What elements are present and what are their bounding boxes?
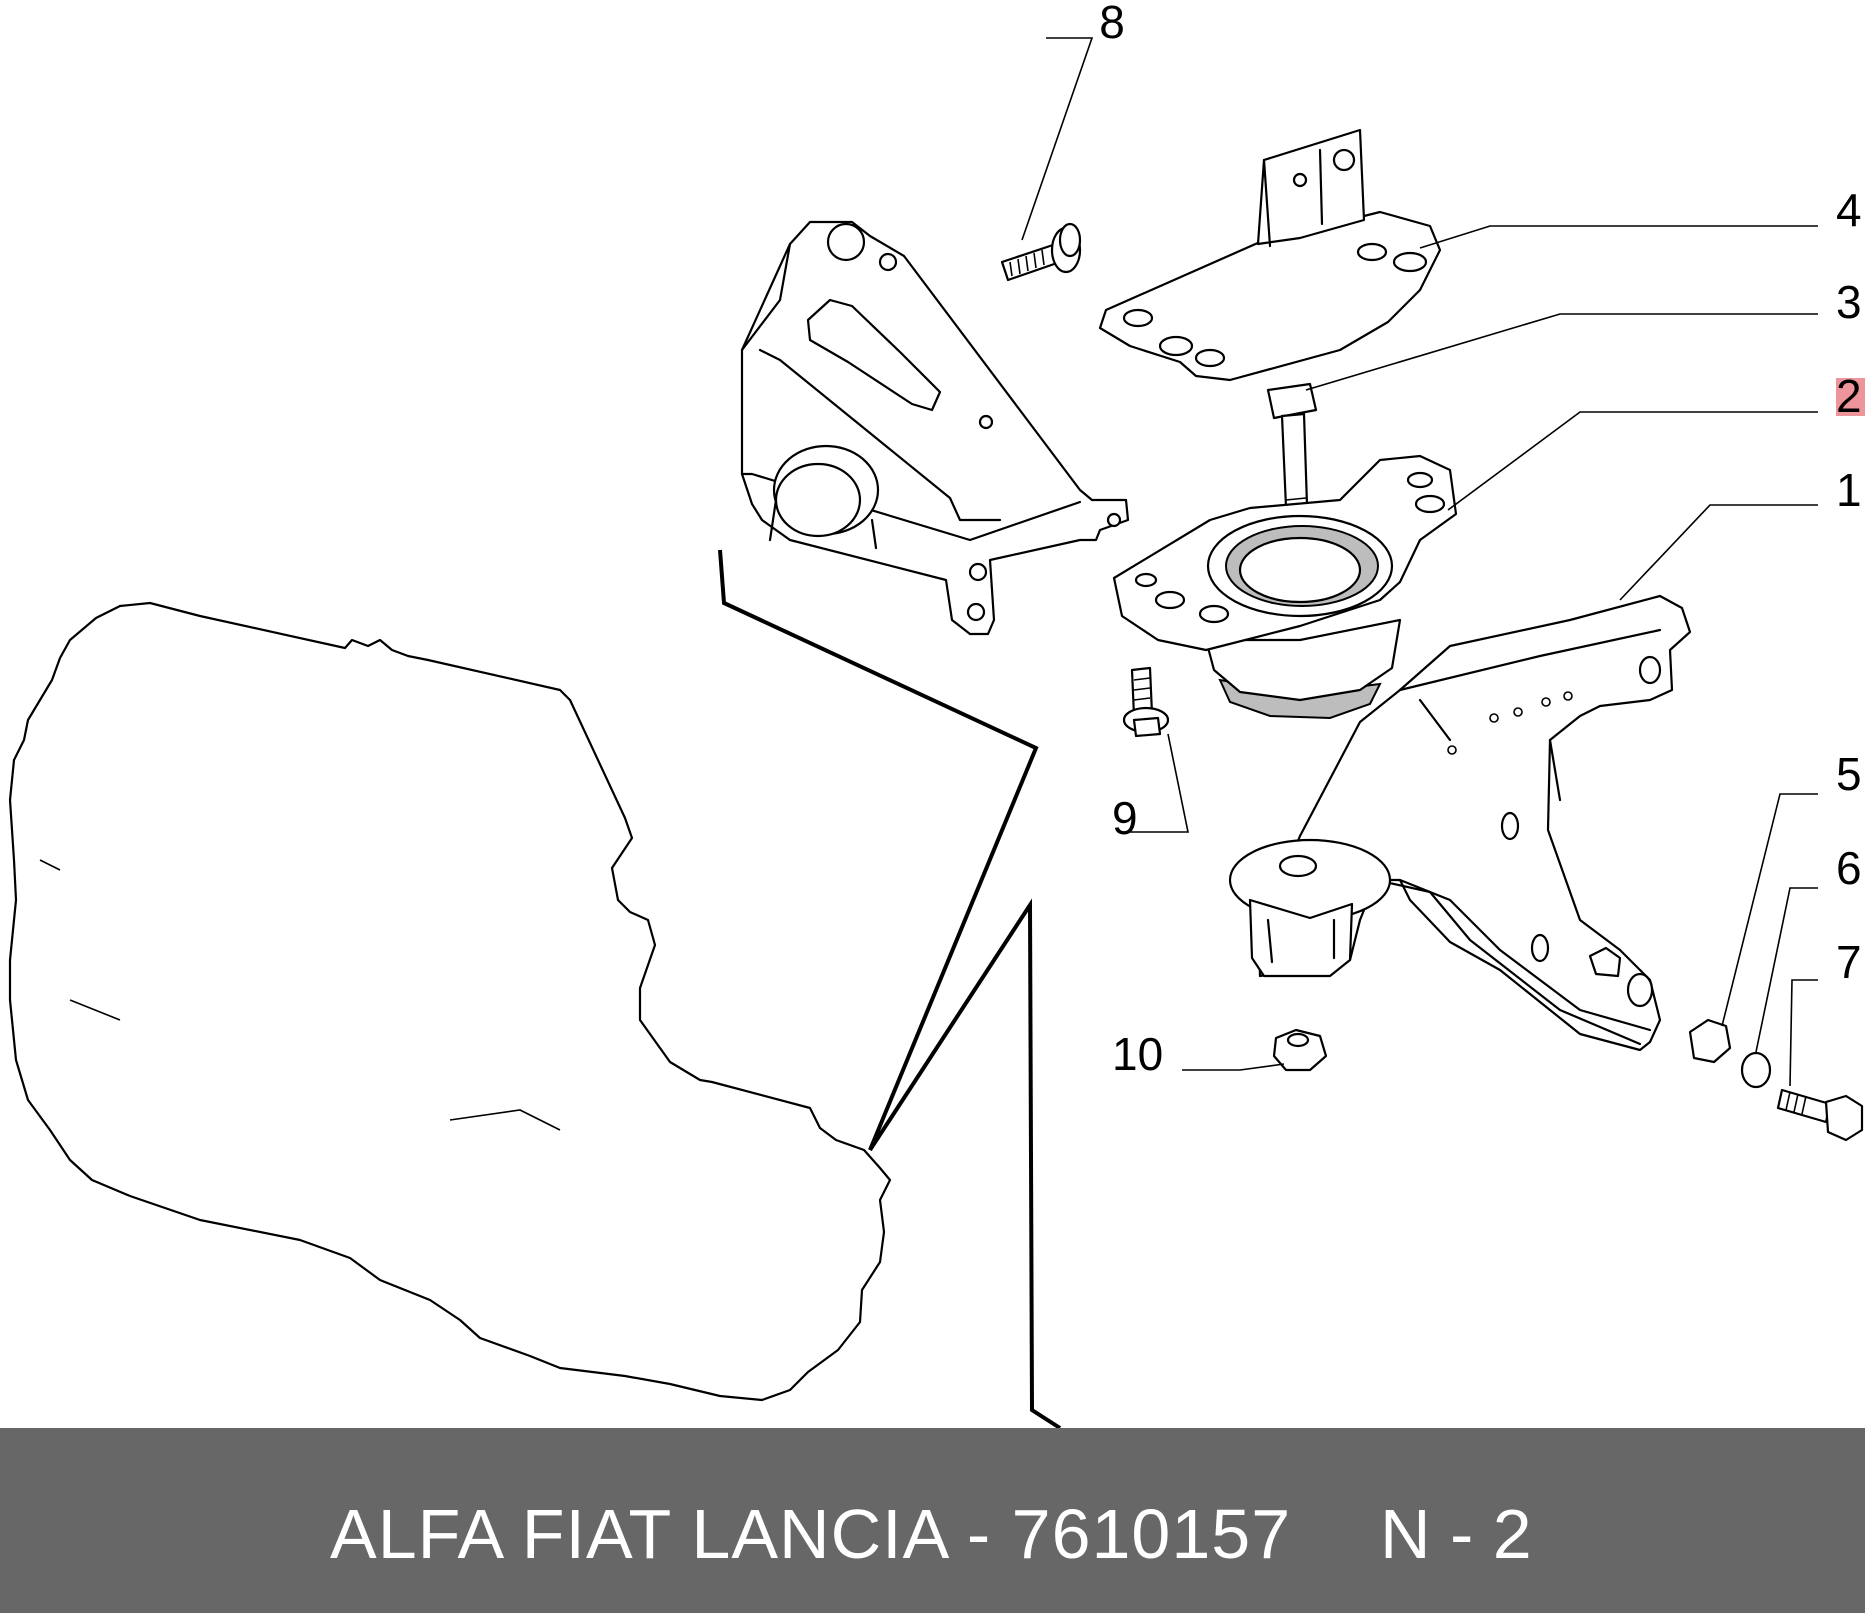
leader-4 [1419, 225, 1818, 249]
callout-4: 4 [1836, 184, 1862, 236]
callout-3: 3 [1836, 276, 1862, 328]
leader-5 [1721, 793, 1818, 1027]
footer-bar: ALFA FIAT LANCIA - 7610157 N - 2 [0, 1428, 1865, 1613]
leader-3 [1305, 313, 1818, 391]
plate-4 [1098, 128, 1442, 382]
callout-6: 6 [1836, 842, 1862, 894]
bolt-7 [1776, 1088, 1864, 1142]
callout-1: 1 [1836, 464, 1862, 516]
callout-5: 5 [1836, 748, 1862, 800]
callout-2-highlight [1836, 378, 1865, 416]
callout-9: 9 [1112, 792, 1138, 844]
mount-2 [1112, 454, 1458, 720]
callout-10: 10 [1112, 1028, 1163, 1080]
washer-6 [1740, 1051, 1772, 1089]
exploded-view-svg: 8 4 3 2 1 9 10 5 6 7 [8, 0, 1865, 1428]
callout-2: 2 [1836, 370, 1862, 422]
footer-code: N - 2 [1380, 1495, 1532, 1573]
leader-1 [1619, 504, 1818, 601]
leader-10 [1182, 1063, 1285, 1071]
gearbox-leader-upper [718, 549, 1039, 1151]
leader-2 [1447, 411, 1818, 511]
leader-8 [1021, 37, 1094, 241]
leader-6 [1755, 887, 1818, 1053]
parts-diagram: 8 4 3 2 1 9 10 5 6 7 [8, 0, 1865, 1428]
leader-9 [1122, 733, 1189, 833]
bolt-9 [1122, 666, 1170, 738]
footer-title: ALFA FIAT LANCIA - 7610157 [330, 1495, 1292, 1573]
callout-7: 7 [1836, 936, 1862, 988]
nut-10 [1272, 1028, 1328, 1072]
arm-1 [1228, 594, 1692, 1052]
gearbox-detail [39, 859, 561, 1131]
gearbox-leader-lower [868, 898, 1062, 1428]
gearbox-outline [8, 601, 892, 1402]
leader-7 [1789, 979, 1818, 1087]
bolt-8 [1000, 222, 1082, 282]
nut-5 [1688, 1018, 1732, 1064]
bracket [740, 220, 1130, 636]
callout-8: 8 [1099, 0, 1125, 48]
